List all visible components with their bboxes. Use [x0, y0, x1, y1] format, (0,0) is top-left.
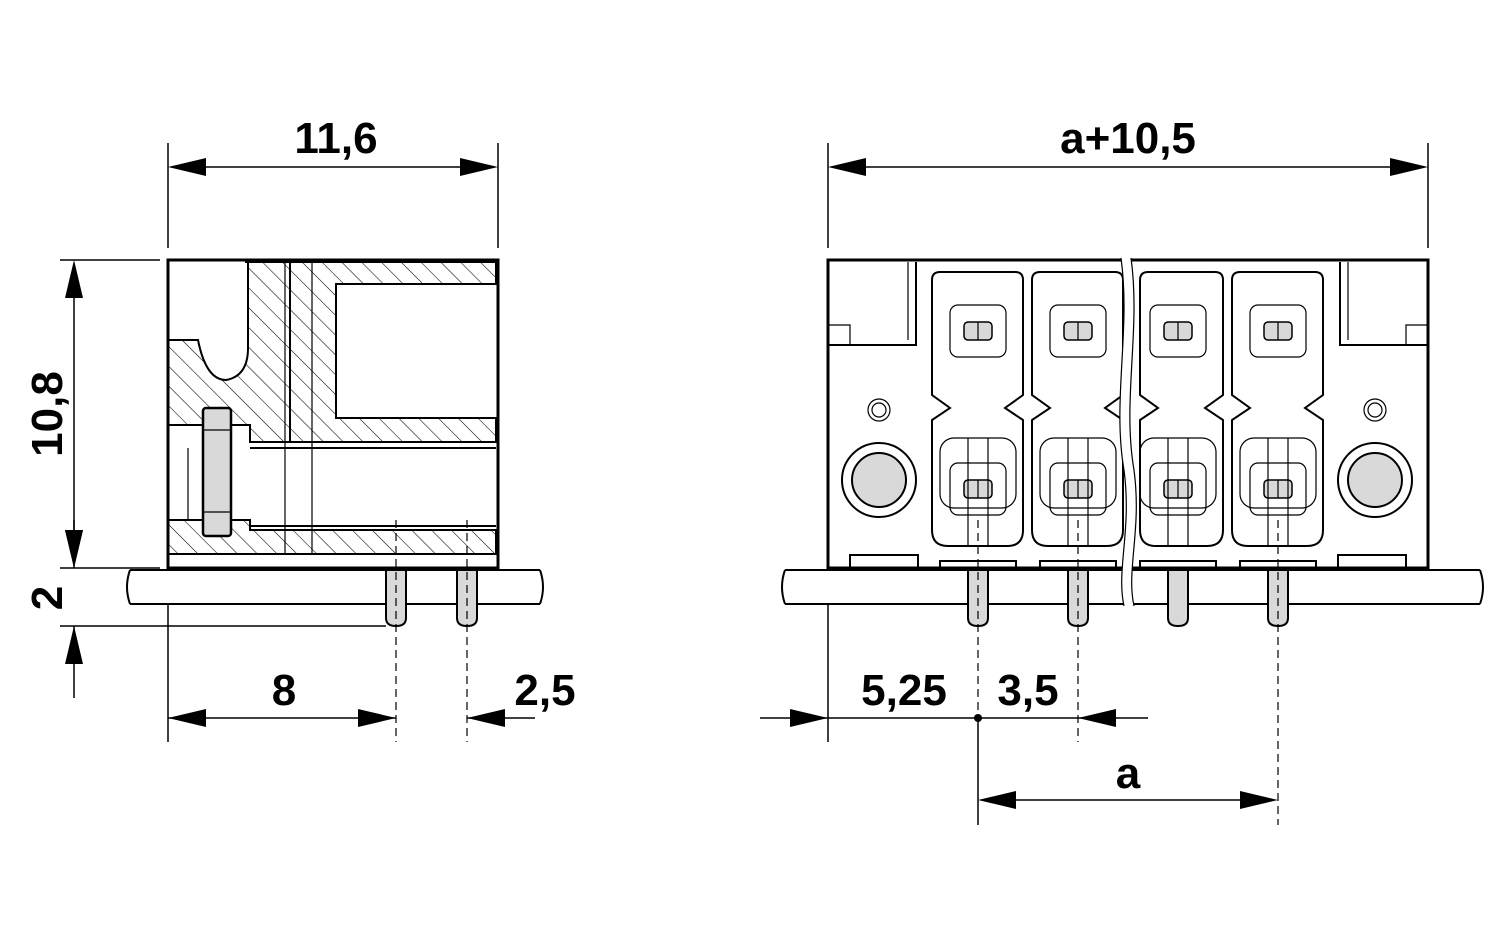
- dimension-label-2: 2: [23, 586, 72, 610]
- dimension-label-a: a: [1116, 749, 1141, 798]
- terminal-2: [1031, 271, 1124, 742]
- side-pins: [385, 520, 478, 742]
- dimension-pin-length: 2: [23, 520, 386, 698]
- dimension-label-3-5: 3,5: [997, 666, 1058, 715]
- terminal-4: [1231, 271, 1324, 825]
- dimension-pin-spacing: 2,5: [467, 666, 576, 727]
- dimension-label-10-8: 10,8: [23, 371, 72, 457]
- dimension-pitch-variable: a: [977, 718, 1278, 825]
- dimension-label-a-plus-10-5: a+10,5: [1060, 114, 1196, 163]
- dimension-offset: 5,25 3,5: [760, 604, 1148, 742]
- dimension-width-side: 11,6: [167, 114, 499, 248]
- dimension-label-2-5: 2,5: [514, 666, 575, 715]
- dimension-height-side: 10,8: [23, 259, 160, 569]
- break-line: [1119, 257, 1137, 607]
- dimension-label-8: 8: [272, 666, 296, 715]
- dimension-pin-position: 8: [167, 604, 396, 742]
- terminal-3: [1139, 271, 1224, 628]
- front-view: a+10,5 5,25 3,5 a: [760, 114, 1484, 825]
- dimension-label-5-25: 5,25: [861, 666, 947, 715]
- dimension-label-11-6: 11,6: [294, 114, 377, 163]
- side-housing: [166, 258, 500, 570]
- side-view: 11,6 10,8 2 8: [23, 114, 576, 742]
- side-pcb-board: [126, 569, 544, 605]
- terminal-1: [931, 271, 1024, 715]
- dimension-width-front: a+10,5: [827, 114, 1429, 248]
